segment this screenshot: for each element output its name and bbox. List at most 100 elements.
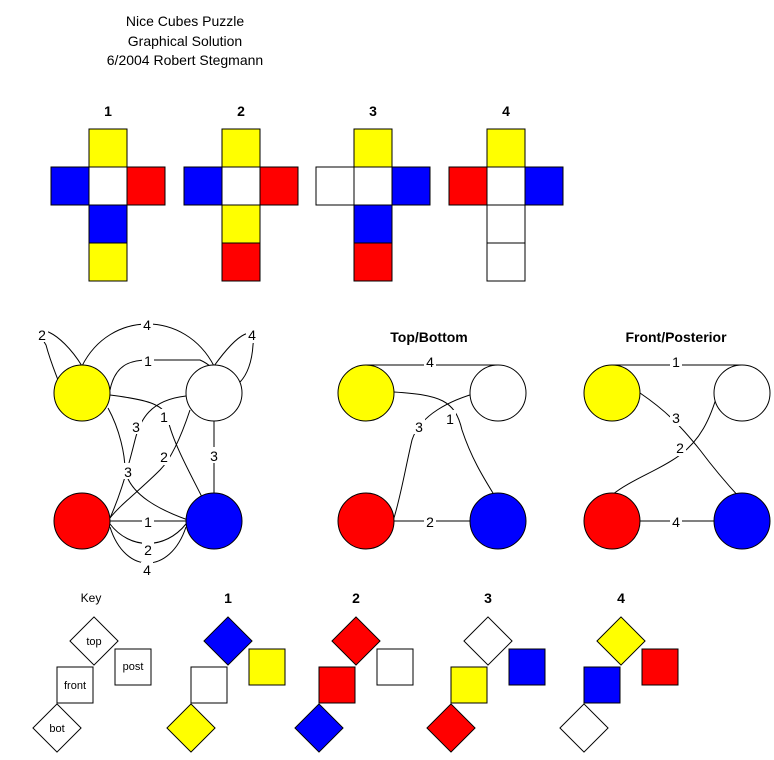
net-face-right [126, 166, 166, 206]
solution-bot-face [166, 703, 216, 753]
edge-label: 2 [38, 327, 46, 343]
node-yellow [337, 364, 395, 422]
key-bot-face [32, 703, 82, 753]
net-face-top [88, 128, 128, 168]
net-face-top [486, 128, 526, 168]
net-face-below2 [486, 242, 526, 282]
edge-white-red-3 [109, 395, 187, 519]
solution-label: 3 [484, 590, 492, 606]
edge-label: 2 [160, 449, 168, 465]
net-face-center [486, 166, 526, 206]
solution-label: 1 [224, 590, 232, 606]
key-bot-label: bot [49, 723, 64, 735]
edge-label: 1 [672, 354, 680, 370]
edge-white-red-3 [392, 391, 481, 522]
solution-label: 2 [352, 590, 360, 606]
edge-label: 2 [144, 542, 152, 558]
net-face-left [183, 166, 223, 206]
graph-front-posterior: Front/Posterior 1 3 2 4 [583, 329, 771, 550]
key-heading: Key [81, 591, 102, 605]
solution-cube-2: 2 [294, 590, 414, 753]
solution-cube-4: 4 [559, 590, 679, 753]
edge-label: 1 [144, 514, 152, 530]
solution-bot-face [426, 703, 476, 753]
net-face-right [524, 166, 564, 206]
graph-top-bottom: Top/Bottom 4 3 1 2 [337, 329, 527, 550]
solution-top-face [203, 616, 253, 666]
cube-net-2: 2 [183, 103, 299, 282]
edge-yellow-blue-3 [639, 392, 741, 499]
cube-net-label: 4 [502, 103, 510, 119]
node-yellow [53, 364, 111, 422]
key-front-label: front [64, 680, 86, 692]
graph-all-edges: 2 4 4 1 1 3 3 2 3 1 2 4 [36, 316, 258, 578]
net-face-below1 [221, 204, 261, 244]
net-face-below1 [353, 204, 393, 244]
node-blue [469, 492, 527, 550]
graph-top-bottom-title: Top/Bottom [390, 329, 468, 345]
solution-bot-face [559, 703, 609, 753]
net-face-center [353, 166, 393, 206]
net-face-below1 [88, 204, 128, 244]
net-face-below2 [221, 242, 261, 282]
edge-label: 1 [160, 409, 168, 425]
solution-post-face [376, 648, 414, 686]
solution-top-face [463, 616, 513, 666]
net-face-top [353, 128, 393, 168]
title-line-1: Nice Cubes Puzzle [126, 13, 244, 29]
solution-cubes: 1 2 3 4 [166, 590, 679, 753]
node-blue [185, 492, 243, 550]
edge-label: 1 [446, 411, 454, 427]
node-yellow [583, 364, 641, 422]
node-blue [713, 492, 771, 550]
net-face-center [88, 166, 128, 206]
node-red [583, 492, 641, 550]
node-white [713, 364, 771, 422]
edge-white-loop [213, 332, 254, 383]
edge-label: 4 [426, 354, 434, 370]
key-post-face [114, 648, 152, 686]
solution-post-face [508, 648, 546, 686]
solution-post-face [641, 648, 679, 686]
edge-label: 2 [676, 440, 684, 456]
edge-label: 3 [132, 419, 140, 435]
node-white [185, 364, 243, 422]
key-top-face [69, 616, 119, 666]
net-face-top [221, 128, 261, 168]
edge-white-red-2 [109, 409, 191, 519]
title-line-3: 6/2004 Robert Stegmann [107, 52, 263, 68]
cube-net-3: 3 [315, 103, 431, 282]
solution-front-face [318, 666, 356, 704]
cube-net-label: 3 [369, 103, 377, 119]
solution-cube-1: 1 [166, 590, 286, 753]
edge-label: 3 [210, 448, 218, 464]
node-white [469, 364, 527, 422]
edge-yellow-blue-3 [107, 407, 189, 521]
solution-post-face [248, 648, 286, 686]
edge-label: 4 [248, 327, 256, 343]
net-face-center [221, 166, 261, 206]
edge-label: 4 [143, 562, 151, 578]
solution-front-face [190, 666, 228, 704]
net-face-below2 [353, 242, 393, 282]
edge-label: 3 [672, 410, 680, 426]
cube-net-label: 2 [237, 103, 245, 119]
edge-label: 1 [144, 353, 152, 369]
net-face-below2 [88, 242, 128, 282]
solution-label: 4 [617, 590, 625, 606]
solution-bot-face [294, 703, 344, 753]
node-red [53, 492, 111, 550]
cube-net-4: 4 [448, 103, 564, 282]
net-face-below1 [486, 204, 526, 244]
solution-top-face [331, 616, 381, 666]
edge-label: 4 [143, 317, 151, 333]
key-front-face [56, 666, 94, 704]
net-face-right [259, 166, 299, 206]
key-top-label: top [86, 636, 101, 648]
edge-label: 3 [415, 419, 423, 435]
edge-label: 2 [426, 514, 434, 530]
net-face-left [50, 166, 90, 206]
key: Key top post front bot [32, 591, 152, 753]
